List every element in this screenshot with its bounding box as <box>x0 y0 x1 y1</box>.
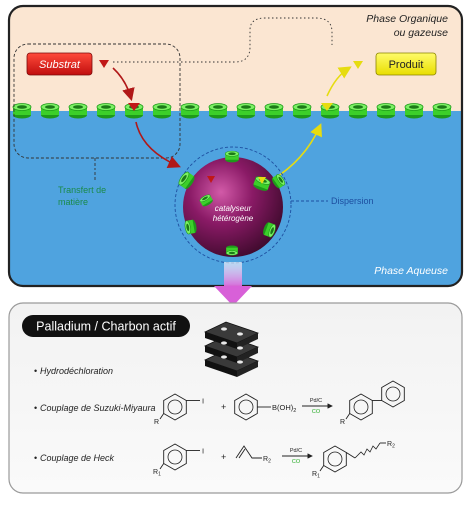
substrat-arrow-to-interface <box>112 67 135 102</box>
produit-at-interface-icon <box>321 103 333 111</box>
transfert-label-line1: Transfert de <box>58 185 106 195</box>
heck-product-r1-index: 1 <box>317 474 320 480</box>
heck-product-r1-label: R <box>312 471 317 478</box>
heck-iodo-label: I <box>202 447 204 456</box>
title-pill <box>22 315 190 337</box>
catalyst-sphere: catalyseur hétérogène <box>176 150 287 257</box>
svg-text:R2: R2 <box>387 441 395 450</box>
bottom-panel: Palladium / Charbon actif • Hydrodéchlor… <box>8 302 463 494</box>
svg-text:R2: R2 <box>263 456 271 465</box>
bullet: • <box>34 453 37 463</box>
bullet: • <box>34 403 37 413</box>
produit-label: Produit <box>389 59 424 71</box>
interface-pore <box>40 103 60 119</box>
zoom-arrow <box>214 262 252 306</box>
substrat-arrow-to-catalyst <box>135 121 181 168</box>
svg-text:R1: R1 <box>153 469 161 478</box>
interface-pore <box>96 103 116 119</box>
produit-box: Produit <box>375 52 437 76</box>
interface-pore <box>208 103 228 119</box>
phase-organic-label-line2: ou gazeuse <box>394 27 448 39</box>
boronic-label: B(OH) <box>272 403 294 412</box>
interface-pore <box>180 103 200 119</box>
heck-r2-index: 2 <box>268 459 271 465</box>
item-hydrodechloration: Hydrodéchloration <box>40 366 113 376</box>
interface-pore <box>236 103 256 119</box>
heck-r2-label: R <box>263 456 268 463</box>
suzuki-plus: + <box>221 402 226 412</box>
heck-product-r2-index: 2 <box>392 444 395 450</box>
suzuki-energy-label: CO <box>312 409 321 415</box>
item-suzuki-miyaura: Couplage de Suzuki-Miyaura <box>40 403 156 413</box>
phase-aqueous-label: Phase Aqueuse <box>374 265 448 277</box>
catalyst-label-line2: hétérogène <box>213 214 254 223</box>
interface-pore <box>376 103 396 119</box>
suzuki-r-label: R <box>154 419 159 426</box>
item-heck: Couplage de Heck <box>40 453 115 463</box>
interface-pore <box>348 103 368 119</box>
heck-scheme: I R1 + R2 Pd/C CO R1 R2 <box>153 441 395 480</box>
interface-pore <box>12 103 32 119</box>
heck-wavy-bond <box>354 442 381 459</box>
suzuki-catalyst-label: Pd/C <box>310 398 322 404</box>
bullet: • <box>34 366 37 376</box>
activated-carbon-icon <box>203 321 260 377</box>
heck-product-r2-label: R <box>387 441 392 448</box>
produit-molecule-icon <box>353 61 363 69</box>
heck-plus: + <box>221 452 226 462</box>
panel-title: Palladium / Charbon actif <box>36 320 176 334</box>
transfer-region-outline <box>13 43 181 159</box>
produit-arrow-to-organic <box>326 66 352 97</box>
suzuki-scheme: I R + B(OH)2 Pd/C CO R <box>154 380 405 426</box>
dispersion-label: Dispersion <box>331 196 374 206</box>
substrat-molecule-icon <box>99 60 109 68</box>
adsorbed-substrat-icon <box>207 176 215 183</box>
heck-r1-label: R <box>153 469 158 476</box>
interface-pore <box>68 103 88 119</box>
alkene-skeleton <box>235 445 262 459</box>
overall-transfer-dotted-path <box>113 17 333 63</box>
interface-pore <box>432 103 452 119</box>
svg-text:R1: R1 <box>312 471 320 480</box>
suzuki-iodo-label: I <box>202 397 204 406</box>
bottom-panel-border <box>8 302 463 494</box>
suzuki-product-r-label: R <box>340 419 345 426</box>
interface-pore <box>292 103 312 119</box>
transfert-label-line2: matière <box>58 197 88 207</box>
substrat-box: Substrat <box>26 52 93 76</box>
top-panel: Phase Organique ou gazeuse Phase Aqueuse… <box>7 4 464 288</box>
boronic-sub: 2 <box>293 408 296 414</box>
substrat-at-interface-icon <box>128 103 140 111</box>
catalyst-label-line1: catalyseur <box>215 204 252 213</box>
interface-pore <box>404 103 424 119</box>
interface-pore <box>152 103 172 119</box>
interface-pore <box>264 103 284 119</box>
heck-energy-label: CO <box>292 459 301 465</box>
adsorbed-produit-icon <box>258 177 266 184</box>
heck-r1-index: 1 <box>158 472 161 478</box>
svg-text:B(OH)2: B(OH)2 <box>272 403 296 414</box>
substrat-label: Substrat <box>39 59 81 71</box>
heck-catalyst-label: Pd/C <box>290 448 302 454</box>
phase-organic-label-line1: Phase Organique <box>366 13 448 25</box>
